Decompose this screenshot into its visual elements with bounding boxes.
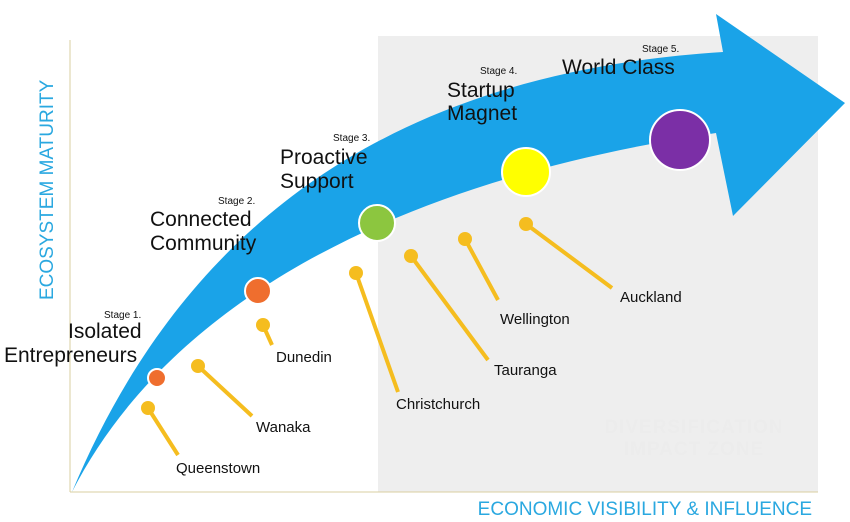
stage-4-label: Stage 4. Startup Magnet [447, 66, 517, 125]
stage-title-line: Proactive [280, 146, 368, 169]
city-pin-wanaka: Wanaka [191, 359, 311, 436]
stage-2-circle [244, 277, 272, 305]
stage-4-circle [501, 147, 551, 197]
stage-number: Stage 1. [104, 310, 141, 321]
y-axis-label: ECOSYSTEM MATURITY [37, 79, 58, 300]
stage-title-line: Magnet [447, 102, 517, 125]
stage-title-line: Support [280, 170, 354, 193]
stage-title-line: Connected [150, 208, 252, 231]
stage-title-line: Community [150, 232, 257, 255]
stage-5-label: Stage 5. World Class [562, 44, 679, 79]
city-label: Dunedin [276, 349, 332, 366]
stage-1-label: Stage 1. Isolated Entrepreneurs [4, 310, 142, 367]
stage-number: Stage 5. [642, 44, 679, 55]
zone-label-line1: DIVERSIFICATION [604, 417, 783, 438]
city-label: Queenstown [176, 460, 260, 477]
city-label: Wellington [500, 311, 570, 328]
stage-title-line: Entrepreneurs [4, 344, 137, 367]
city-label: Tauranga [494, 362, 557, 379]
stage-number: Stage 3. [333, 133, 370, 144]
stage-title-line: Startup [447, 79, 515, 102]
zone-label-line2: IMPACT ZONE [624, 439, 764, 460]
stage-1-circle [147, 368, 167, 388]
city-label: Auckland [620, 289, 682, 306]
city-pin-auckland: Auckland [519, 217, 682, 306]
stage-number: Stage 4. [480, 66, 517, 77]
stage-title-line: Isolated [68, 320, 142, 343]
stage-3-label: Stage 3. Proactive Support [280, 133, 370, 193]
stage-3-circle [358, 204, 396, 242]
city-pin-queenstown: Queenstown [141, 401, 260, 477]
city-label: Wanaka [256, 419, 311, 436]
stage-number: Stage 2. [218, 196, 255, 207]
city-pin-dunedin: Dunedin [256, 318, 332, 366]
city-pin-tauranga: Tauranga [404, 249, 557, 379]
city-pin-wellington: Wellington [458, 232, 570, 328]
stage-5-circle [649, 109, 711, 171]
city-label: Christchurch [396, 396, 480, 413]
x-axis-label: ECONOMIC VISIBILITY & INFLUENCE [478, 499, 812, 520]
stage-2-label: Stage 2. Connected Community [150, 196, 257, 255]
stage-title-line: World Class [562, 56, 675, 79]
city-pin-christchurch: Christchurch [349, 266, 480, 413]
